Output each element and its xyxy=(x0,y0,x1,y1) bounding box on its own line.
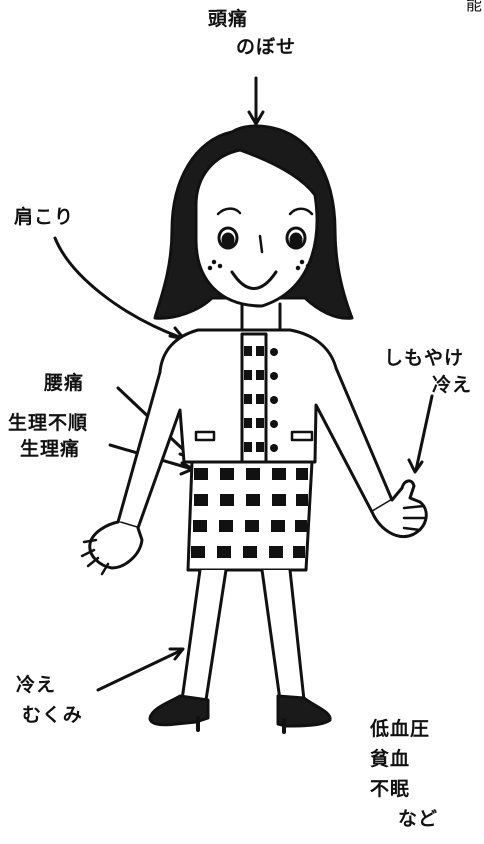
label-anemia: 貧血 xyxy=(370,748,411,770)
left-leg xyxy=(180,568,228,702)
label-cold-legs: 冷え xyxy=(16,674,57,696)
label-lower-back-pain: 腰痛 xyxy=(44,372,85,394)
label-hot-flash: のぼせ xyxy=(236,36,297,58)
label-period-pain: 生理痛 xyxy=(20,438,81,460)
right-hand xyxy=(370,479,428,538)
skirt xyxy=(186,460,314,572)
right-leg xyxy=(260,568,306,702)
corner-text: 能 xyxy=(466,0,484,14)
left-hand xyxy=(88,520,144,570)
arrow-hand xyxy=(407,394,434,474)
label-headache: 頭痛 xyxy=(208,8,249,30)
label-chilblains: しもやけ xyxy=(384,347,465,369)
label-stiff-shoulder: 肩こり xyxy=(14,206,75,228)
label-swelling: むくみ xyxy=(22,704,83,726)
label-etc: など xyxy=(398,808,439,830)
right-shoe xyxy=(276,694,332,728)
arrow-head xyxy=(247,76,265,126)
left-shoe xyxy=(148,694,210,727)
arrow-leg xyxy=(96,647,185,692)
label-insomnia: 不眠 xyxy=(370,778,411,800)
label-low-blood-pressure: 低血圧 xyxy=(370,718,431,740)
label-irregular-period: 生理不順 xyxy=(8,412,89,434)
label-cold-hands: 冷え xyxy=(432,374,473,396)
face xyxy=(194,148,319,308)
